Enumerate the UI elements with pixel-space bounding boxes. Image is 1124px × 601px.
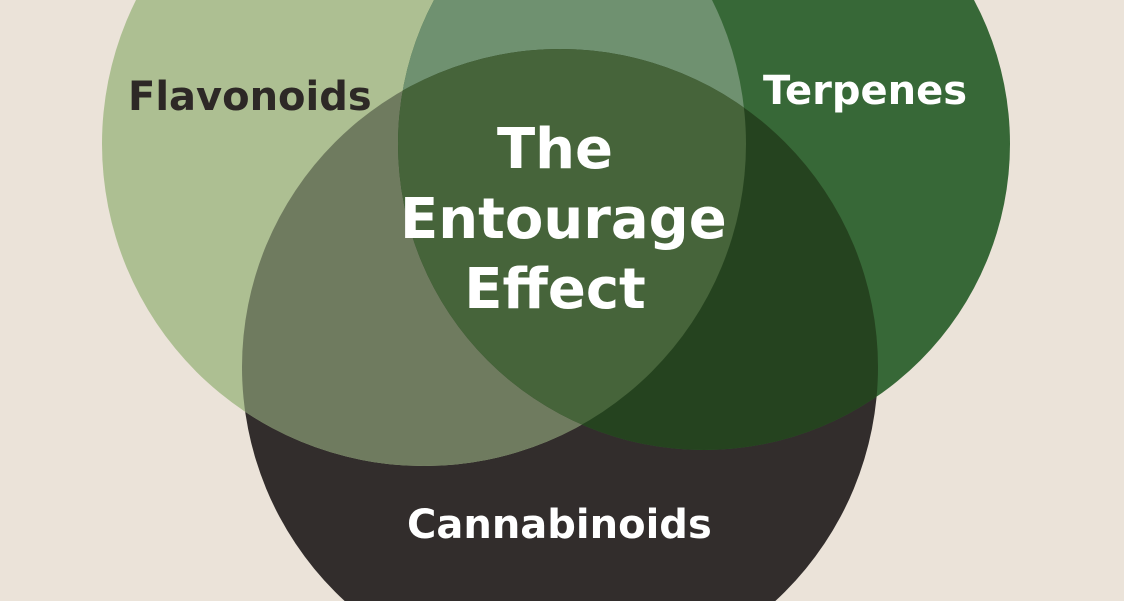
center-title-line-2: Entourage: [400, 187, 727, 252]
center-title: The Entourage Effect: [400, 115, 727, 325]
terpenes-label: Terpenes: [763, 68, 968, 114]
center-title-line-3: Effect: [464, 257, 646, 322]
center-title-line-1: The: [496, 117, 614, 182]
cannabinoids-label: Cannabinoids: [407, 502, 712, 548]
flavonoids-label: Flavonoids: [128, 74, 372, 120]
